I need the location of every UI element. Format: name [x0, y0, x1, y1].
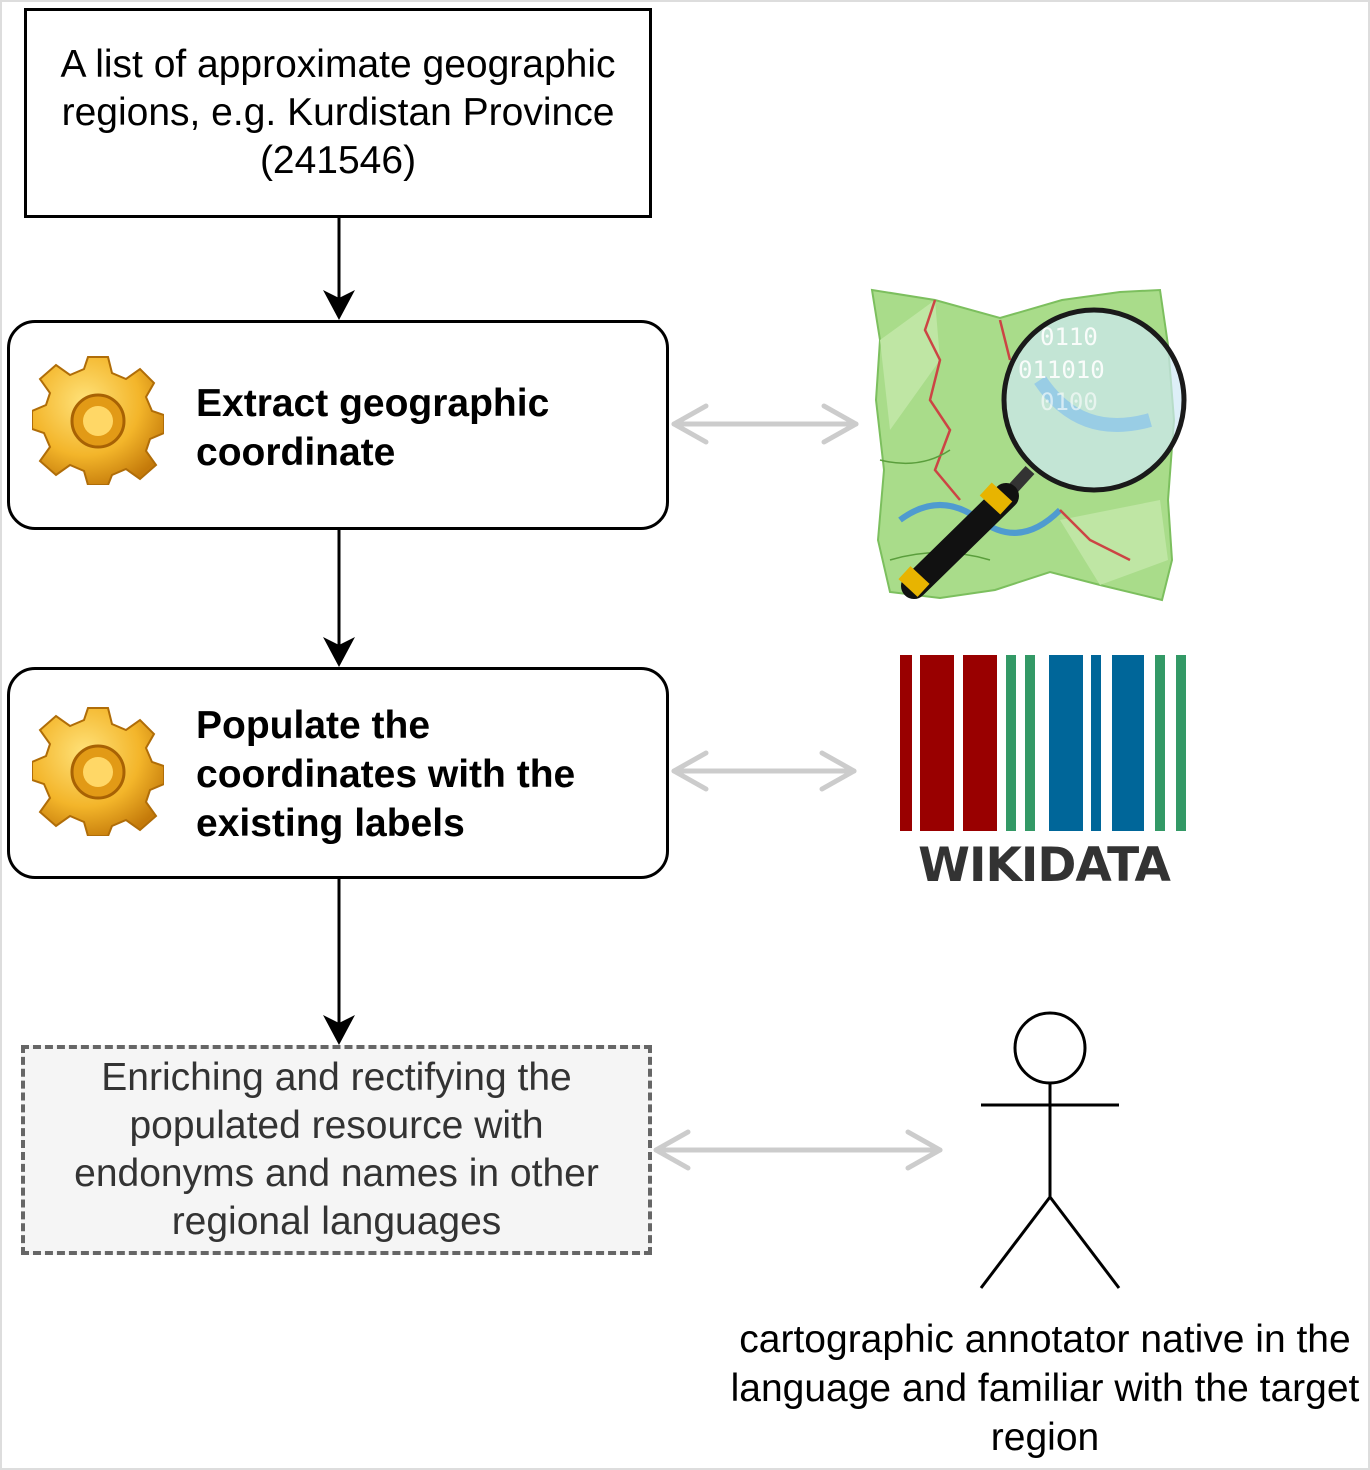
- flow-arrow-1: [323, 218, 355, 320]
- flow-arrow-3: [323, 879, 355, 1045]
- input-regions-box: A list of approximate geographic regions…: [24, 8, 652, 218]
- openstreetmap-logo: 0110 011010 0100: [870, 288, 1187, 602]
- svg-text:011010: 011010: [1018, 356, 1105, 384]
- flow-arrow-2: [323, 530, 355, 667]
- extract-coordinate-step: Extract geographic coordinate: [7, 320, 669, 530]
- extract-step-label: Extract geographic coordinate: [196, 382, 550, 474]
- stick-figure-icon: [979, 1011, 1121, 1289]
- populate-labels-step: Populate the coordinates with the existi…: [7, 667, 669, 879]
- bidirectional-arrow-wikidata: [671, 750, 857, 792]
- wikidata-wordmark: WIKIDATA: [918, 838, 1171, 893]
- gear-icon: [32, 707, 164, 836]
- input-regions-text: A list of approximate geographic regions…: [60, 43, 616, 182]
- bidirectional-arrow-annotator: [653, 1129, 943, 1171]
- enrich-step-text: Enriching and rectifying the populated r…: [74, 1056, 599, 1243]
- svg-text:0100: 0100: [1040, 388, 1098, 416]
- gear-icon: [32, 356, 164, 485]
- wikidata-logo: [900, 655, 1186, 831]
- populate-step-label: Populate the coordinates with the existi…: [196, 704, 576, 845]
- annotator-caption: cartographic annotator native in the lan…: [730, 1318, 1360, 1459]
- bidirectional-arrow-osm: [671, 403, 859, 445]
- enrich-rectify-step: Enriching and rectifying the populated r…: [21, 1045, 652, 1255]
- svg-text:0110: 0110: [1040, 323, 1098, 351]
